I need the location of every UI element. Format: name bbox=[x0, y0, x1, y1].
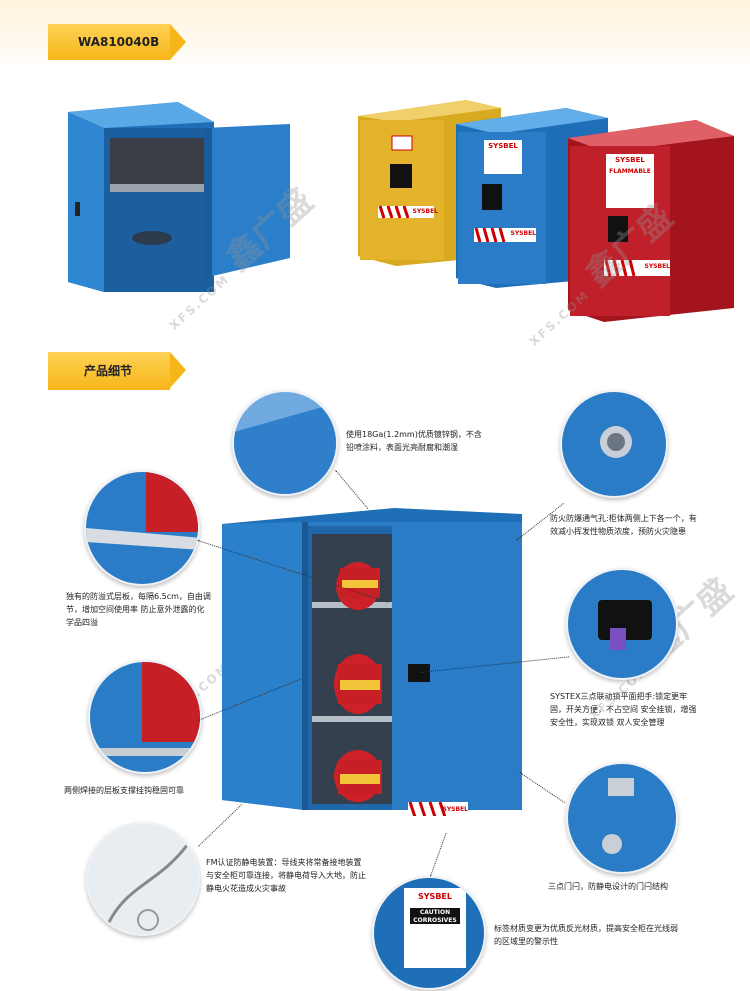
section-title: 产品细节 bbox=[48, 352, 186, 390]
callout-door: 三点门闩，防静电设计的门闩结构 bbox=[548, 882, 668, 891]
yellow-cabinet-brand: SYSBEL bbox=[412, 208, 438, 215]
main-cabinet-photo: SYSBEL bbox=[218, 504, 530, 816]
open-blue-cabinet-photo bbox=[64, 98, 294, 298]
shelf-closeup bbox=[84, 470, 200, 586]
label-closeup: SYSBEL CAUTION CORROSIVES bbox=[372, 876, 486, 990]
bracket-closeup bbox=[88, 660, 202, 774]
callout-label: 标签材质变更为优质反光材质，提高安全柜在光线弱的区域里的警示性 bbox=[494, 924, 678, 946]
blue-cabinet-brand: SYSBEL bbox=[488, 142, 518, 150]
main-cabinet-label: SYSBEL bbox=[442, 806, 468, 813]
grounding-closeup bbox=[86, 822, 200, 936]
door-latch-closeup bbox=[566, 762, 678, 874]
leader-line bbox=[430, 832, 447, 877]
red-cabinet-hazard-text: FLAMMABLE bbox=[609, 168, 651, 175]
three-cabinets-photo: FLAMMABLE SYSBEL SYSBEL SYSBEL SYSBEL SY… bbox=[356, 96, 736, 326]
label-closeup-line1: CAUTION bbox=[419, 909, 451, 916]
lock-closeup bbox=[566, 568, 678, 680]
blue-cabinet-label: SYSBEL bbox=[510, 230, 536, 237]
callout-bracket: 两侧焊接的层板支撑挂钩稳固可靠 bbox=[64, 786, 184, 795]
callout-vent: 防火防爆通气孔:柜体两侧上下各一个，有效减小挥发性物质浓度，预防火灾隐患 bbox=[550, 514, 697, 536]
red-cabinet-label: SYSBEL bbox=[644, 263, 670, 270]
callout-shelf: 独有的防溢式层板，每隔6.5cm，自由调节，增加空间使用率 防止意外泄露的化学品… bbox=[66, 592, 211, 627]
model-tag: WA810040B bbox=[48, 24, 186, 60]
label-closeup-brand: SYSBEL bbox=[418, 892, 452, 901]
red-cabinet-brand: SYSBEL bbox=[615, 156, 645, 164]
callout-lock: SYSTEX三点联动锁平面把手:锁定更牢固，开关方便，不占空间 安全挂锁，增强安… bbox=[550, 692, 697, 727]
vent-closeup bbox=[560, 390, 668, 498]
callout-grounding: FM认证防静电装置：导线夹将常备接地装置与安全柜可靠连接，将静电荷导入大地，防止… bbox=[206, 858, 366, 893]
callout-steel: 使用18Ga(1.2mm)优质镀锌钢，不含铅喷涂料，表面光亮耐腐和潮湿 bbox=[346, 430, 482, 452]
steel-closeup bbox=[232, 390, 338, 496]
label-closeup-line2: CORROSIVES bbox=[413, 917, 457, 924]
